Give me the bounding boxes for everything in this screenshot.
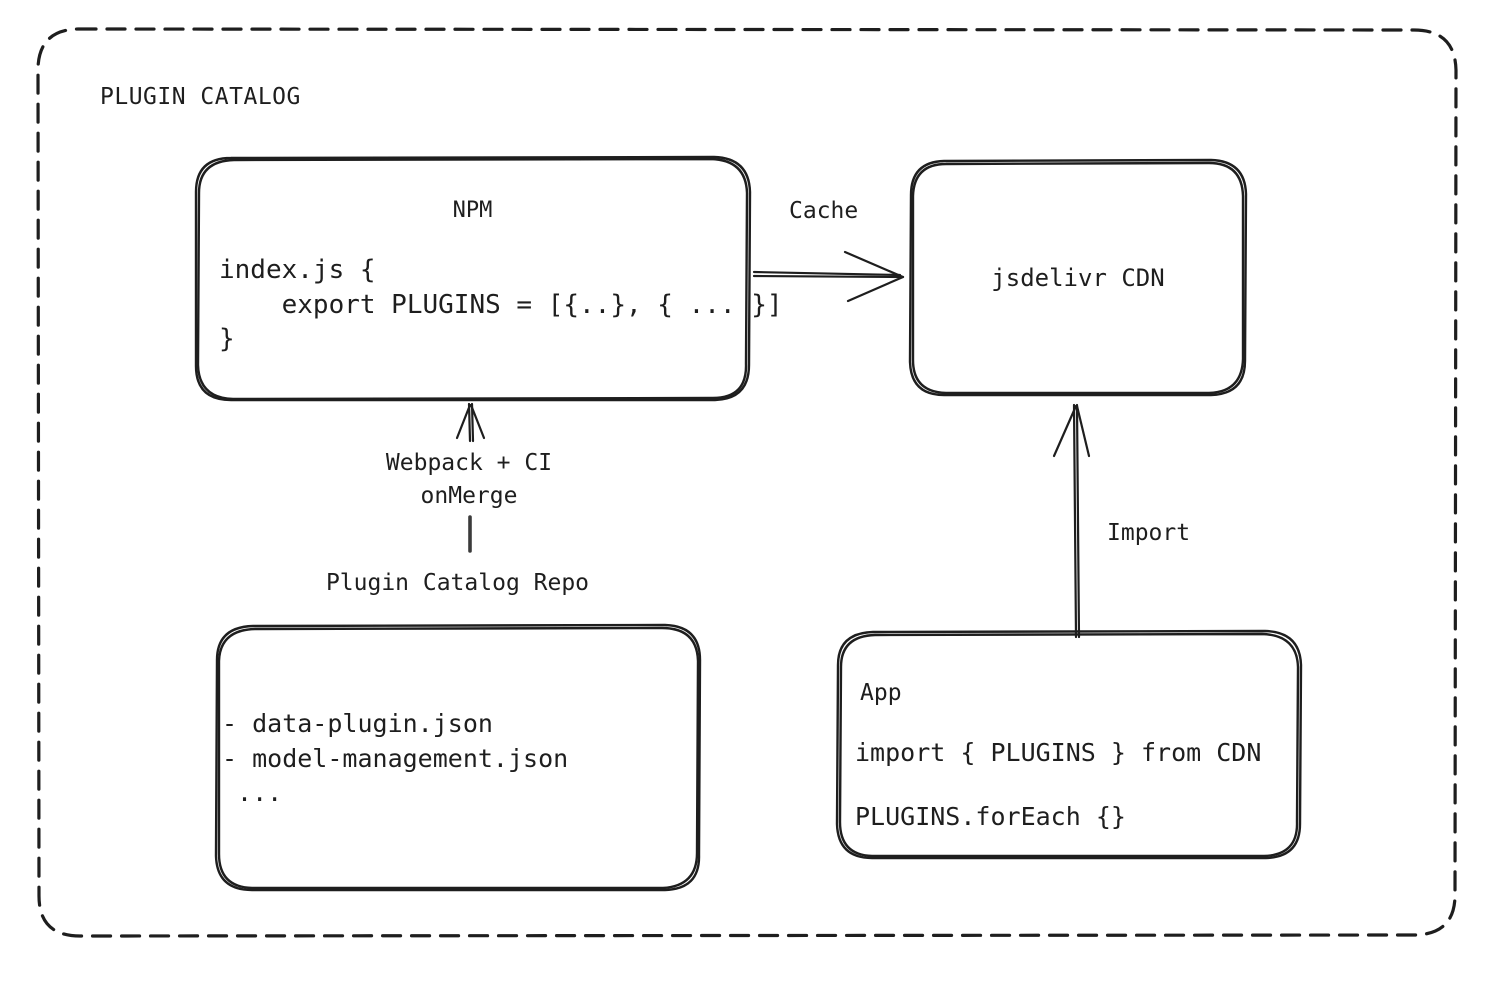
edge-app-to-cdn bbox=[1052, 403, 1091, 639]
app-node-title: App bbox=[860, 680, 902, 706]
edge-label-webpack-line-1: Webpack + CI bbox=[385, 450, 553, 476]
repo-list-item-1: - data-plugin.json bbox=[222, 709, 493, 738]
npm-code-line-2: export PLUGINS = [{..}, { ... }] bbox=[219, 289, 783, 320]
npm-code-line-1: index.js { bbox=[219, 255, 376, 285]
edge-label-cache: Cache bbox=[789, 198, 859, 224]
repo-node-file-list: - data-plugin.json - model-management.js… bbox=[222, 707, 568, 811]
npm-node-title: NPM bbox=[452, 198, 493, 223]
repo-node-caption: Plugin Catalog Repo bbox=[325, 570, 590, 596]
group-title: PLUGIN CATALOG bbox=[100, 84, 301, 110]
app-node-line-foreach: PLUGINS.forEach {} bbox=[855, 802, 1126, 831]
repo-list-item-3: ... bbox=[222, 778, 283, 807]
cdn-node-title: jsdelivr CDN bbox=[991, 264, 1165, 292]
npm-node-code: index.js { export PLUGINS = [{..}, { ...… bbox=[219, 253, 783, 357]
npm-code-line-3: } bbox=[219, 324, 235, 355]
edge-label-webpack-line-2: onMerge bbox=[420, 482, 518, 509]
app-node-line-import: import { PLUGINS } from CDN bbox=[855, 738, 1262, 767]
edge-label-webpack-ci: Webpack + CI onMerge bbox=[344, 447, 594, 512]
edge-label-import: Import bbox=[1107, 520, 1191, 546]
repo-list-item-2: - model-management.json bbox=[222, 743, 569, 773]
